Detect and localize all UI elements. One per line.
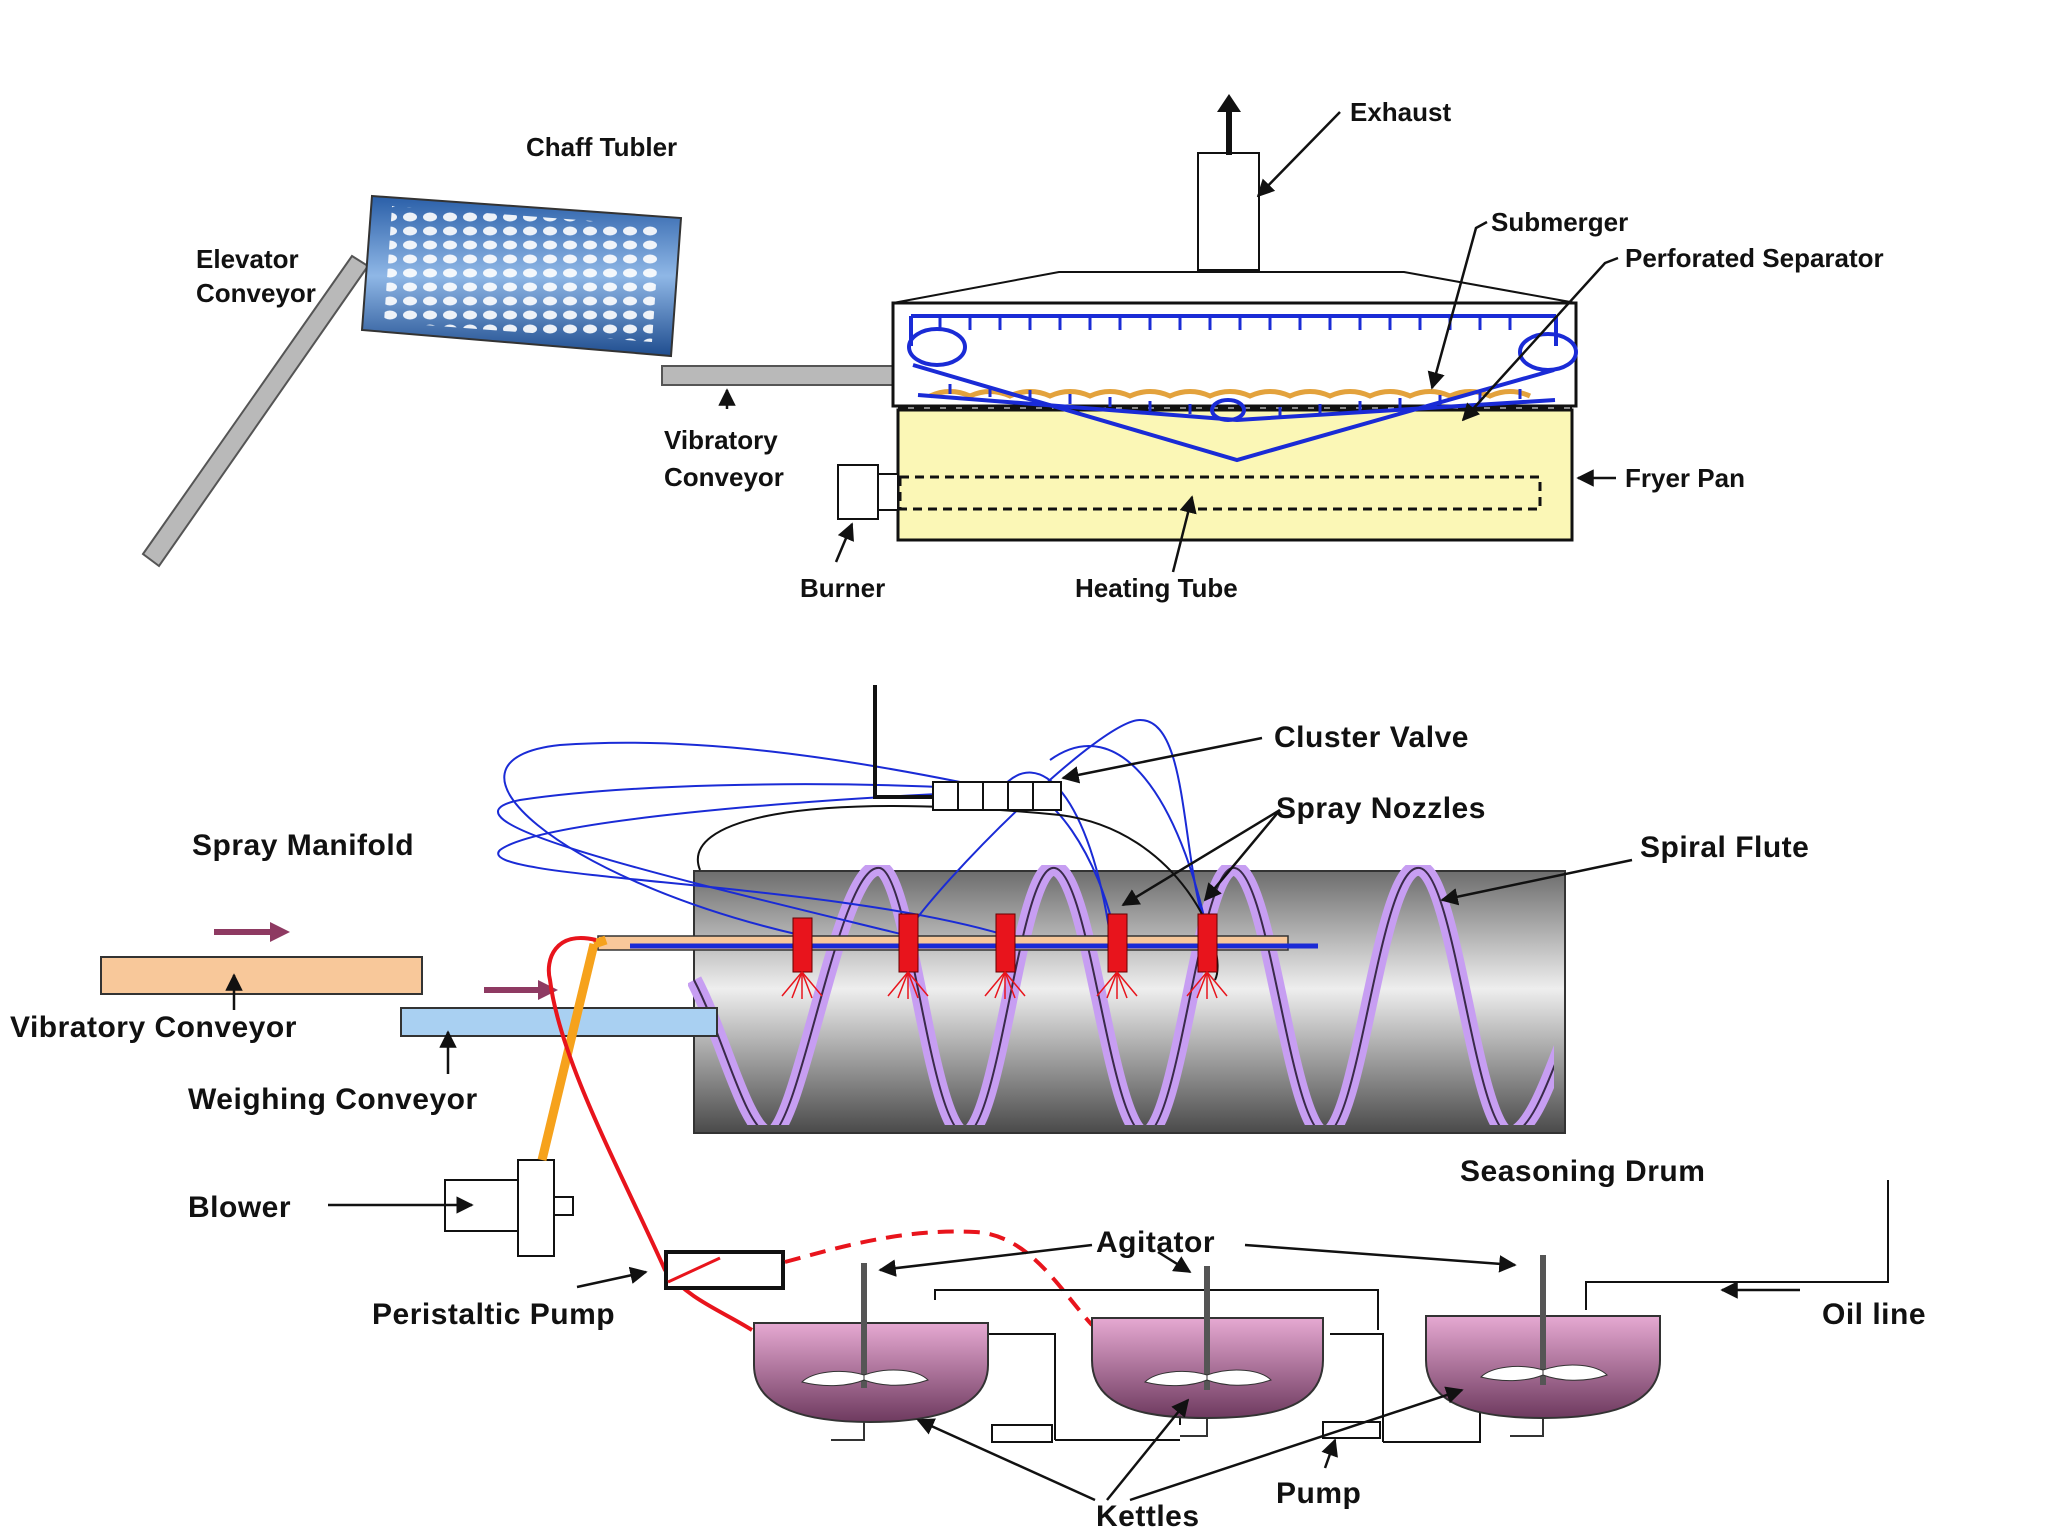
seasoning-drum: [688, 865, 1566, 1134]
label-weighing-conveyor: Weighing Conveyor: [188, 1083, 478, 1116]
label-seasoning-drum: Seasoning Drum: [1460, 1155, 1705, 1188]
peristaltic-pump: [664, 1250, 785, 1290]
feed-direction-arrows: [214, 922, 558, 1000]
fryer-pan: [891, 301, 1578, 542]
label-agitator: Agitator: [1096, 1226, 1215, 1259]
label-vibratory-conveyor: Vibratory Conveyor: [10, 1011, 297, 1044]
label-burner: Burner: [800, 573, 885, 603]
label-spray-nozzles: Spray Nozzles: [1276, 792, 1486, 825]
label-elevator-conveyor-line1: Elevator: [196, 244, 299, 274]
vibratory-conveyor-bottom: [100, 956, 423, 995]
kettles: [753, 1255, 1661, 1443]
kettle: [1091, 1266, 1324, 1437]
vibratory-conveyor-top: [661, 365, 895, 386]
blower: [444, 1159, 574, 1257]
pump-return-line: [784, 1229, 1094, 1327]
label-vibratory-conveyor-line2: Conveyor: [664, 462, 784, 492]
chaff-tumbler: [360, 194, 683, 358]
kettle: [753, 1263, 1053, 1443]
fryer-leader-lines: [718, 111, 1619, 573]
label-blower: Blower: [188, 1191, 291, 1224]
spray-nozzle: [887, 913, 929, 999]
fryer-hood: [892, 271, 1577, 304]
label-kettles: Kettles: [1096, 1500, 1200, 1533]
exhaust-stack: [1197, 94, 1260, 271]
cluster-valve: [873, 685, 1062, 811]
blower-tube-top: [592, 935, 608, 949]
seasoning-section: Cluster Valve Spray Nozzles Spray Manifo…: [10, 685, 1926, 1533]
label-peristaltic-pump: Peristaltic Pump: [372, 1298, 615, 1331]
label-exhaust: Exhaust: [1350, 97, 1451, 127]
label-elevator-conveyor-line2: Conveyor: [196, 278, 316, 308]
label-spiral-flute: Spiral Flute: [1640, 831, 1809, 864]
label-cluster-valve: Cluster Valve: [1274, 721, 1469, 754]
label-submerger: Submerger: [1491, 207, 1628, 237]
spray-nozzle: [1186, 913, 1228, 999]
fryer-section: Chaff Tubler Elevator Conveyor Exhaust S…: [141, 94, 1884, 603]
heating-tube: [898, 475, 1542, 511]
label-heating-tube: Heating Tube: [1075, 573, 1238, 603]
spray-nozzles: [781, 913, 1228, 999]
spray-nozzle: [984, 913, 1026, 999]
label-pump: Pump: [1276, 1477, 1361, 1510]
label-fryer-pan: Fryer Pan: [1625, 463, 1745, 493]
oil-feed-line: [546, 936, 754, 1332]
seasoning-leader-lines: [225, 736, 1800, 1502]
kettle: [1322, 1255, 1661, 1439]
spiral-flute: [688, 865, 1554, 1125]
label-chaff-tumbler: Chaff Tubler: [526, 132, 677, 162]
submerger-belt: [907, 314, 1578, 463]
burner: [837, 464, 899, 520]
spray-nozzle: [781, 917, 823, 999]
label-perforated-separator: Perforated Separator: [1625, 243, 1884, 273]
label-oil-line: Oil line: [1822, 1298, 1926, 1331]
spray-nozzle: [1096, 913, 1138, 999]
label-vibratory-conveyor-line1: Vibratory: [664, 425, 778, 455]
label-spray-manifold: Spray Manifold: [192, 829, 414, 862]
